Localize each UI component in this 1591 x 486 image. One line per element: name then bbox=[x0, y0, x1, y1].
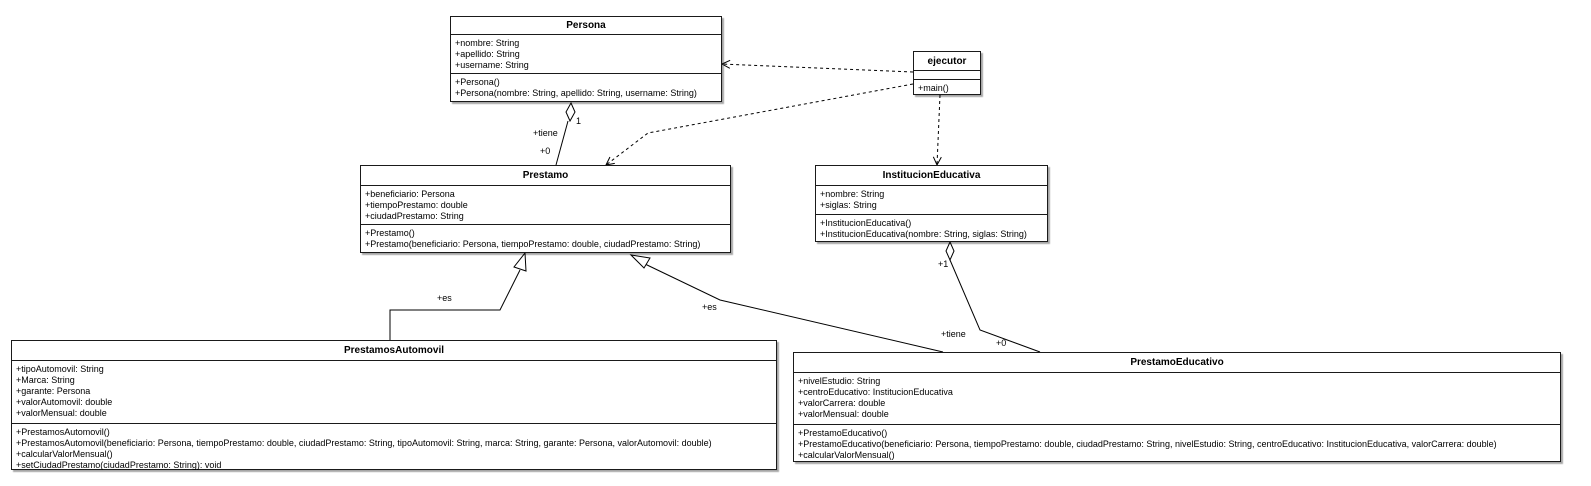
attribute: +centroEducativo: InstitucionEducativa bbox=[798, 387, 953, 397]
multiplicity-label: +0 bbox=[996, 338, 1007, 348]
attributes: +nombre: String +apellido: String +usern… bbox=[451, 35, 721, 73]
class-prestamo-educativo[interactable]: PrestamoEducativo +nivelEstudio: String … bbox=[793, 352, 1561, 462]
aggregation-diamond-institucion bbox=[945, 240, 955, 262]
dependency-ejecutor-persona bbox=[722, 64, 914, 73]
class-name: Persona bbox=[451, 17, 721, 35]
attribute: +tipoAutomovil: String bbox=[16, 364, 104, 374]
class-persona[interactable]: Persona +nombre: String +apellido: Strin… bbox=[450, 16, 722, 102]
role-label-tiene: +tiene bbox=[533, 128, 558, 138]
aggregation-diamond-persona bbox=[565, 101, 576, 123]
method: +Persona(nombre: String, apellido: Strin… bbox=[455, 88, 697, 98]
attribute: +ciudadPrestamo: String bbox=[365, 211, 464, 221]
multiplicity-label: 1 bbox=[576, 116, 582, 126]
method: +PrestamoEducativo() bbox=[798, 428, 888, 438]
role-label-tiene: +tiene bbox=[941, 329, 966, 339]
attribute: +nombre: String bbox=[820, 189, 885, 199]
method: +Persona() bbox=[455, 77, 500, 87]
method: +InstitucionEducativa() bbox=[820, 218, 912, 228]
method: +setCiudadPrestamo(ciudadPrestamo: Strin… bbox=[16, 460, 222, 470]
method: +InstitucionEducativa(nombre: String, si… bbox=[820, 229, 1027, 239]
class-prestamo[interactable]: Prestamo +beneficiario: Persona +tiempoP… bbox=[360, 165, 731, 253]
methods: +Prestamo() +Prestamo(beneficiario: Pers… bbox=[361, 224, 730, 253]
methods: +InstitucionEducativa() +InstitucionEduc… bbox=[816, 214, 1047, 243]
method: +calcularValorMensual() bbox=[798, 450, 895, 460]
attribute: +valorCarrera: double bbox=[798, 398, 886, 408]
attributes: +beneficiario: Persona +tiempoPrestamo: … bbox=[361, 186, 730, 224]
attribute: +valorMensual: double bbox=[798, 409, 889, 419]
attribute: +nivelEstudio: String bbox=[798, 376, 881, 386]
generalization-label-es: +es bbox=[437, 293, 452, 303]
attributes: +tipoAutomovil: String +Marca: String +g… bbox=[12, 361, 776, 423]
class-name: PrestamosAutomovil bbox=[12, 341, 776, 361]
attribute: +valorMensual: double bbox=[16, 408, 107, 418]
class-name: Prestamo bbox=[361, 166, 730, 186]
method: +Prestamo(beneficiario: Persona, tiempoP… bbox=[365, 239, 701, 249]
attributes bbox=[914, 71, 980, 79]
attribute: +siglas: String bbox=[820, 200, 877, 210]
attribute: +apellido: String bbox=[455, 49, 520, 59]
methods: +Persona() +Persona(nombre: String, apel… bbox=[451, 73, 721, 102]
method: +PrestamosAutomovil() bbox=[16, 427, 110, 437]
attribute: +beneficiario: Persona bbox=[365, 189, 455, 199]
methods: +PrestamoEducativo() +PrestamoEducativo(… bbox=[794, 424, 1560, 464]
generalization-arrow-educativo bbox=[629, 254, 651, 269]
class-name: InstitucionEducativa bbox=[816, 166, 1047, 186]
attributes: +nombre: String +siglas: String bbox=[816, 186, 1047, 214]
generalization-educativo-prestamo bbox=[644, 263, 944, 353]
attribute: +garante: Persona bbox=[16, 386, 91, 396]
method: +PrestamosAutomovil(beneficiario: Person… bbox=[16, 438, 712, 448]
class-ejecutor[interactable]: ejecutor +main() bbox=[913, 51, 981, 95]
class-name: PrestamoEducativo bbox=[794, 353, 1560, 373]
attribute: +Marca: String bbox=[16, 375, 75, 385]
generalization-arrow-automovil bbox=[513, 251, 527, 272]
class-institucion-educativa[interactable]: InstitucionEducativa +nombre: String +si… bbox=[815, 165, 1048, 242]
generalization-label-es: +es bbox=[702, 302, 717, 312]
methods: +PrestamosAutomovil() +PrestamosAutomovi… bbox=[12, 423, 776, 474]
attribute: +nombre: String bbox=[455, 38, 520, 48]
method: +PrestamoEducativo(beneficiario: Persona… bbox=[798, 439, 1497, 449]
attributes: +nivelEstudio: String +centroEducativo: … bbox=[794, 373, 1560, 424]
method: +main() bbox=[918, 83, 949, 93]
class-prestamos-automovil[interactable]: PrestamosAutomovil +tipoAutomovil: Strin… bbox=[11, 340, 777, 470]
method: +calcularValorMensual() bbox=[16, 449, 113, 459]
multiplicity-label: +0 bbox=[540, 146, 551, 156]
attribute: +valorAutomovil: double bbox=[16, 397, 113, 407]
attribute: +username: String bbox=[455, 60, 529, 70]
generalization-automovil-prestamo bbox=[389, 269, 521, 340]
methods: +main() bbox=[914, 79, 980, 97]
class-name: ejecutor bbox=[914, 52, 980, 71]
multiplicity-label: +1 bbox=[938, 259, 949, 269]
aggregation-persona-prestamo bbox=[555, 120, 569, 166]
aggregation-institucion-educativo bbox=[949, 259, 1041, 353]
dependency-ejecutor-institucion bbox=[937, 94, 940, 165]
method: +Prestamo() bbox=[365, 228, 415, 238]
attribute: +tiempoPrestamo: double bbox=[365, 200, 468, 210]
